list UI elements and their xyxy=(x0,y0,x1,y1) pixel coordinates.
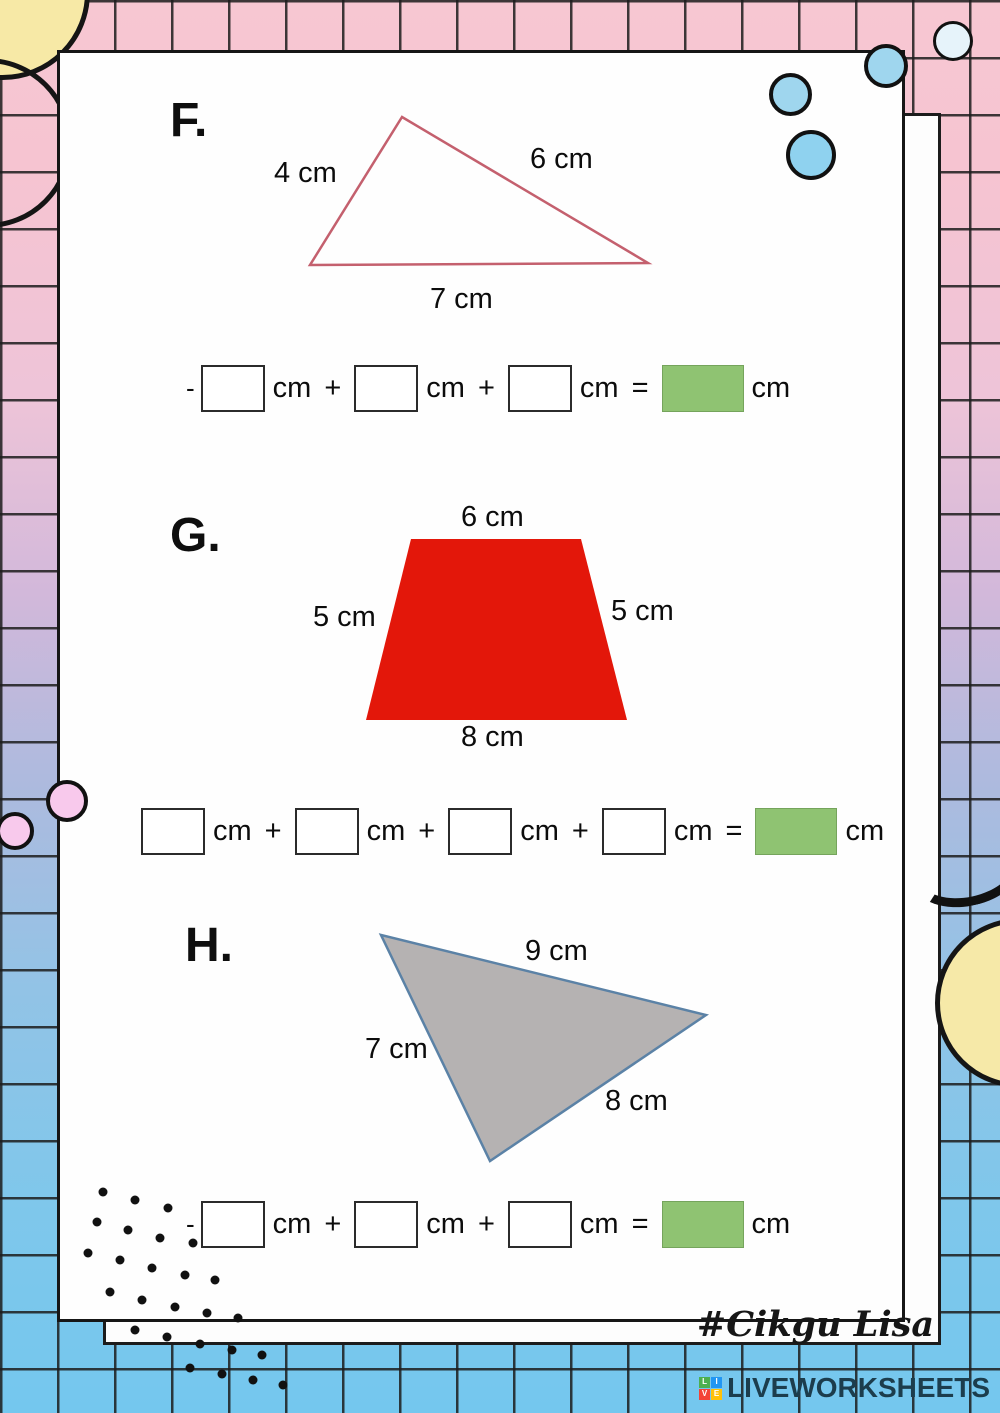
answer-total-h[interactable] xyxy=(661,1201,744,1248)
triangle-f-side-bottom-label: 7 cm xyxy=(430,283,493,315)
logo-letter: I xyxy=(711,1376,723,1388)
plus-operator: + xyxy=(324,372,342,404)
plus-operator: + xyxy=(418,815,436,847)
unit-label: cm xyxy=(426,1208,465,1240)
paper-sheet: F. 4 cm 6 cm 7 cm - cm + cm + cm = cm G.… xyxy=(57,50,905,1322)
unit-label: cm xyxy=(751,1208,791,1240)
blue-circle-decoration xyxy=(933,21,973,61)
answer-input-h2[interactable] xyxy=(354,1201,419,1248)
logo-letter: V xyxy=(699,1388,711,1400)
section-f-label: F. xyxy=(170,94,208,147)
pink-circle-decoration xyxy=(46,780,88,822)
blue-circle-decoration xyxy=(786,130,836,180)
trapezium-g-side-right-label: 5 cm xyxy=(611,595,674,627)
equation-f: - cm + cm + cm = cm xyxy=(186,365,790,412)
logo-letter: E xyxy=(711,1388,723,1400)
pink-circle-decoration xyxy=(0,812,34,850)
plus-operator: + xyxy=(324,1208,342,1240)
answer-input-h1[interactable] xyxy=(200,1201,265,1248)
blue-circle-decoration xyxy=(864,44,908,88)
trapezium-g-side-top-label: 6 cm xyxy=(461,501,524,533)
equals-sign: = xyxy=(725,815,743,847)
triangle-h-side-left-label: 7 cm xyxy=(365,1033,428,1065)
liveworksheets-wordmark: LIVEWORKSHEETS xyxy=(727,1372,990,1403)
triangle-h-side-right-label: 8 cm xyxy=(605,1085,668,1117)
blue-circle-decoration xyxy=(769,73,812,116)
plus-operator: + xyxy=(477,1208,495,1240)
unit-label: cm xyxy=(579,372,619,404)
unit-label: cm xyxy=(272,1208,312,1240)
dash-mark: - xyxy=(186,1209,195,1239)
triangle-h-side-top-label: 9 cm xyxy=(525,935,588,967)
answer-input-g4[interactable] xyxy=(601,808,666,855)
plus-operator: + xyxy=(264,815,282,847)
plus-operator: + xyxy=(477,372,495,404)
triangle-f-side-left-label: 4 cm xyxy=(274,157,337,189)
answer-input-g3[interactable] xyxy=(448,808,513,855)
triangle-h-shape xyxy=(378,933,710,1163)
answer-input-h3[interactable] xyxy=(507,1201,572,1248)
unit-label: cm xyxy=(673,815,713,847)
liveworksheets-branding: L I V E LIVEWORKSHEETS xyxy=(699,1372,990,1404)
trapezium-g-shape xyxy=(366,539,627,720)
unit-label: cm xyxy=(366,815,406,847)
dash-mark: - xyxy=(186,373,195,403)
answer-input-g1[interactable] xyxy=(141,808,205,855)
answer-input-f3[interactable] xyxy=(507,365,572,412)
triangle-f-side-right-label: 6 cm xyxy=(530,143,593,175)
unit-label: cm xyxy=(751,372,791,404)
plus-operator: + xyxy=(571,815,589,847)
equation-h: - cm + cm + cm = cm xyxy=(186,1201,790,1248)
answer-total-f[interactable] xyxy=(661,365,744,412)
unit-label: cm xyxy=(426,372,465,404)
unit-label: cm xyxy=(213,815,252,847)
equals-sign: = xyxy=(631,1208,649,1240)
unit-label: cm xyxy=(579,1208,619,1240)
answer-input-f1[interactable] xyxy=(200,365,265,412)
section-g-label: G. xyxy=(170,509,221,562)
equation-g: cm + cm + cm + cm = cm xyxy=(141,808,884,855)
answer-input-g2[interactable] xyxy=(294,808,359,855)
author-signature: #Cikgu Lisa xyxy=(696,1304,934,1345)
unit-label: cm xyxy=(272,372,312,404)
logo-letter: L xyxy=(699,1376,711,1388)
unit-label: cm xyxy=(845,815,885,847)
unit-label: cm xyxy=(520,815,559,847)
dots-pattern-decoration xyxy=(83,1187,288,1390)
trapezium-g-side-bottom-label: 8 cm xyxy=(461,721,524,753)
triangle-f-shape xyxy=(307,115,653,267)
answer-total-g[interactable] xyxy=(755,808,838,855)
trapezium-g-side-left-label: 5 cm xyxy=(313,601,376,633)
section-h-label: H. xyxy=(185,919,233,972)
answer-input-f2[interactable] xyxy=(354,365,419,412)
equals-sign: = xyxy=(631,372,649,404)
liveworksheets-logo-icon: L I V E xyxy=(699,1376,723,1400)
